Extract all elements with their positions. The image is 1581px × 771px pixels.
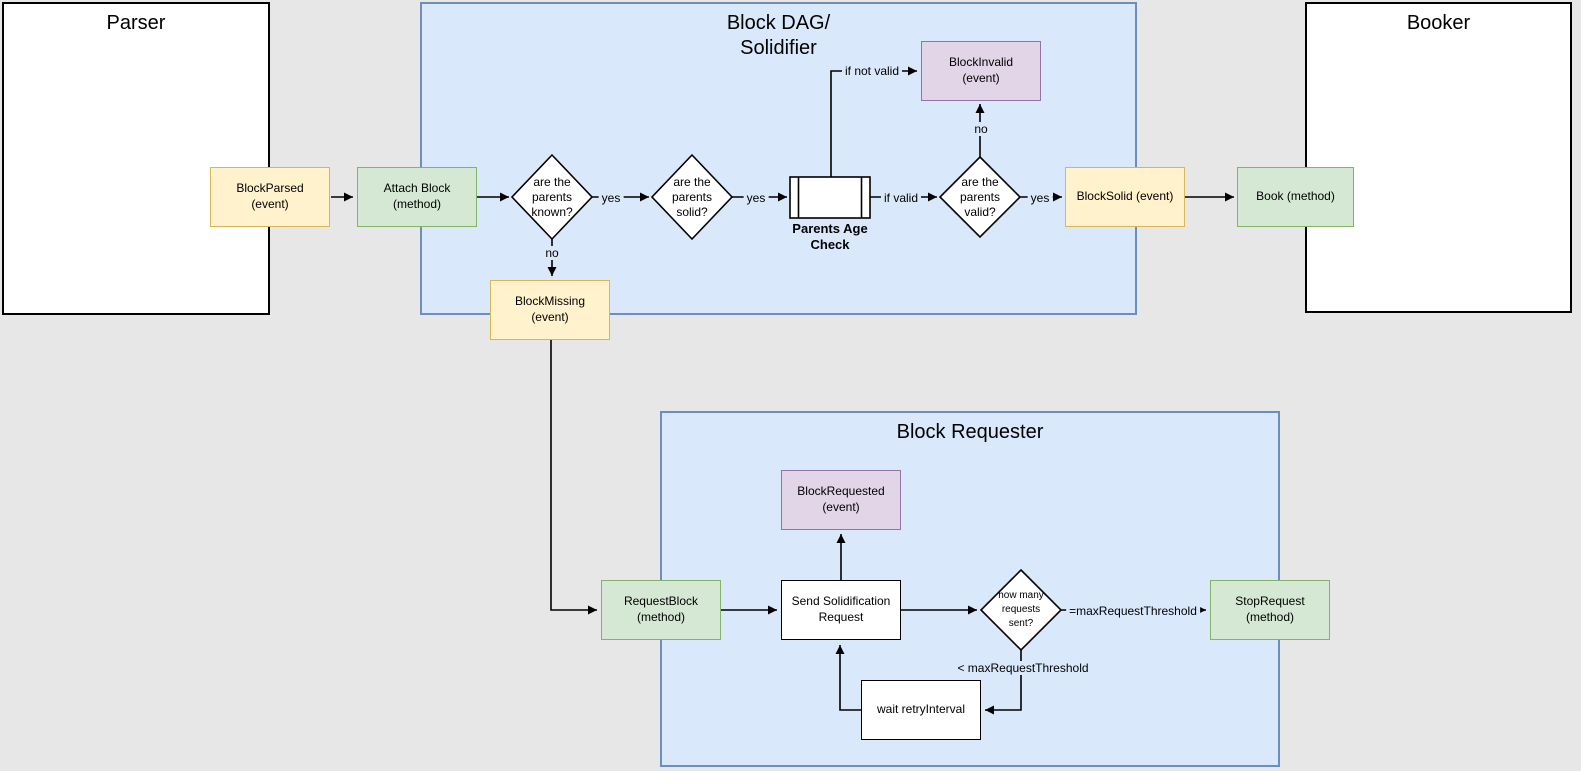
diamond-are-parents-known-shape[interactable] <box>510 153 594 241</box>
node-send-solidification-request[interactable]: Send Solidification Request <box>781 580 901 640</box>
node-block-solid[interactable]: BlockSolid (event) <box>1065 167 1185 227</box>
container-parser[interactable]: Parser <box>2 2 270 315</box>
diamond-are-parents-solid-shape[interactable] <box>650 153 734 241</box>
diamond-are-parents-valid-label: are the parents valid? <box>959 174 1001 219</box>
parents-age-check-label: Parents Age Check <box>792 221 868 253</box>
diamond-are-parents-known-label: are the parents known? <box>531 174 573 219</box>
edge-label-yes-parents-valid: yes <box>1027 191 1053 205</box>
node-block-requested[interactable]: BlockRequested (event) <box>781 470 901 530</box>
edge-label-yes-parents-solid: yes <box>743 191 769 205</box>
container-block-dag-solidifier-title: Block DAG/ Solidifier <box>726 12 831 59</box>
edge-waitretry-sendsolidification <box>835 645 861 711</box>
container-block-dag-solidifier[interactable]: Block DAG/ Solidifier <box>420 2 1137 315</box>
container-booker-title: Booker <box>1406 12 1471 34</box>
edge-label-yes-parents-known: yes <box>598 191 624 205</box>
edge-label-if-not-valid: if not valid <box>841 64 903 78</box>
node-block-parsed[interactable]: BlockParsed (event) <box>210 167 330 227</box>
diamond-are-parents-valid-shape[interactable] <box>938 155 1022 239</box>
node-attach-block[interactable]: Attach Block (method) <box>357 167 477 227</box>
edge-label-equals-max-request-threshold: =maxRequestThreshold <box>1066 604 1200 618</box>
diamond-how-many-requests-shape[interactable] <box>979 568 1063 652</box>
edge-howmany-waitretry <box>985 650 1022 715</box>
node-block-missing[interactable]: BlockMissing (event) <box>490 280 610 340</box>
node-request-block[interactable]: RequestBlock (method) <box>601 580 721 640</box>
edge-label-no-parents-valid: no <box>971 122 991 136</box>
parents-age-check-shape[interactable] <box>789 176 871 219</box>
node-stop-request[interactable]: StopRequest (method) <box>1210 580 1330 640</box>
edge-label-less-than-max-request-threshold: < maxRequestThreshold <box>954 661 1092 675</box>
node-wait-retry-interval[interactable]: wait retryInterval <box>861 680 981 740</box>
diamond-are-parents-solid-label: are the parents solid? <box>671 174 713 219</box>
diamond-how-many-requests-label: how many requests sent? <box>998 590 1044 629</box>
container-booker[interactable]: Booker <box>1305 2 1572 313</box>
container-block-requester-title: Block Requester <box>896 421 1044 443</box>
node-block-invalid[interactable]: BlockInvalid (event) <box>921 41 1041 101</box>
node-book[interactable]: Book (method) <box>1237 167 1354 227</box>
edge-agecheck-blockinvalid <box>830 66 917 177</box>
edge-blockmissing-requestblock <box>550 340 597 615</box>
edge-label-no-parents-known: no <box>542 246 562 260</box>
edge-label-if-valid: if valid <box>880 191 922 205</box>
container-parser-title: Parser <box>106 12 166 34</box>
